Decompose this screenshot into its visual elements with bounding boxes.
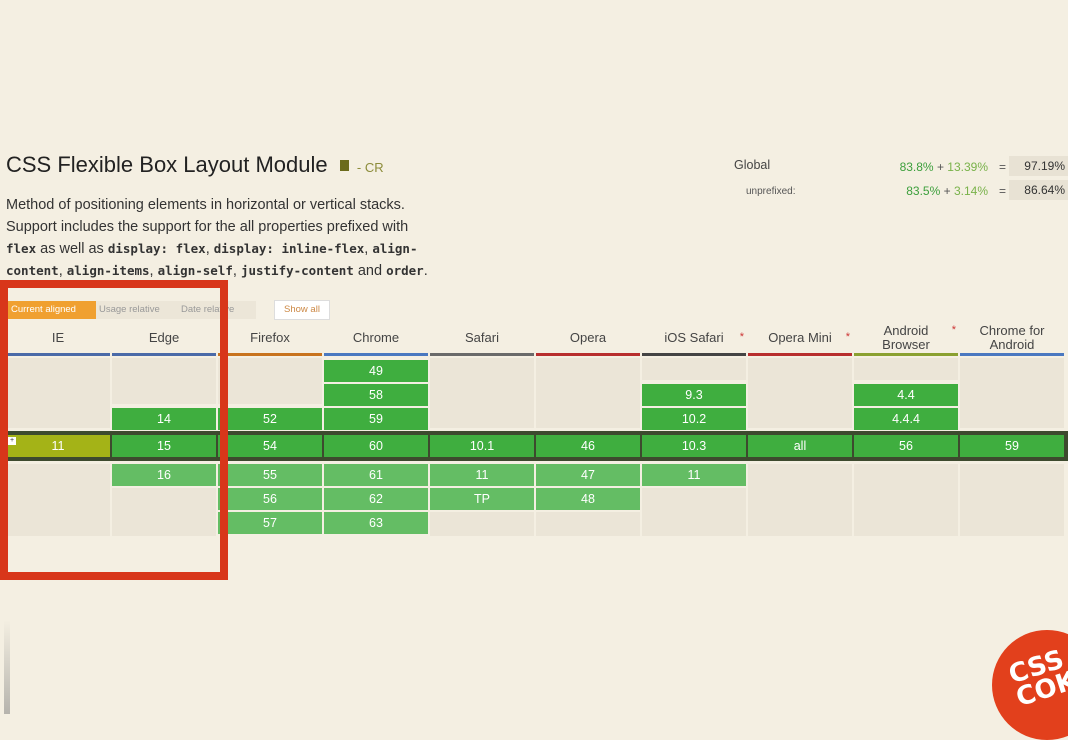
version-cell-current-firefox[interactable]: 54 (218, 435, 322, 457)
highlight-box (0, 280, 228, 580)
version-cell[interactable]: 58 (324, 384, 428, 406)
version-cell-current-opera-mini[interactable]: all (748, 435, 852, 457)
empty-cell (748, 464, 852, 536)
empty-cell (960, 464, 1064, 536)
empty-cell (430, 358, 534, 428)
version-cell[interactable]: 9.3 (642, 384, 746, 406)
date-relative-button[interactable]: Date relative (178, 301, 256, 319)
column-header-android-browser: Android Browser* (854, 324, 958, 356)
version-cell[interactable]: 11 (642, 464, 746, 486)
empty-cell (112, 358, 216, 404)
version-cell-current-ie[interactable]: 11 (6, 435, 110, 457)
usage-relative-button[interactable]: Usage relative (96, 301, 180, 319)
unprefixed-total: 86.64% (1009, 180, 1068, 200)
empty-cell (854, 358, 958, 380)
feature-title: CSS Flexible Box Layout Module (6, 152, 328, 177)
column-header-edge: Edge (112, 324, 216, 356)
column-header-opera-mini: Opera Mini* (748, 324, 852, 356)
version-cell-current-chrome[interactable]: 60 (324, 435, 428, 457)
current-aligned-button[interactable]: Current aligned (8, 301, 96, 319)
version-cell[interactable]: 63 (324, 512, 428, 534)
version-cell[interactable]: 49 (324, 360, 428, 382)
show-all-button[interactable]: Show all (274, 300, 330, 320)
version-cell[interactable]: 10.2 (642, 408, 746, 430)
empty-cell (430, 512, 534, 536)
version-cell[interactable]: 57 (218, 512, 322, 534)
empty-cell (748, 358, 852, 428)
version-cell[interactable]: TP (430, 488, 534, 510)
version-cell[interactable]: 16 (112, 464, 216, 486)
column-header-safari: Safari (430, 324, 534, 356)
unprefixed-usage-row: unprefixed: 83.5% + 3.14% = 86.64% (734, 180, 1068, 206)
version-cell-current-ios-safari[interactable]: 10.3 (642, 435, 746, 457)
empty-cell (536, 512, 640, 536)
version-cell[interactable]: 48 (536, 488, 640, 510)
empty-cell (854, 464, 958, 536)
column-header-ios-safari: iOS Safari* (642, 324, 746, 356)
global-total: 97.19% (1009, 156, 1068, 176)
version-cell[interactable]: 47 (536, 464, 640, 486)
version-cell[interactable]: 61 (324, 464, 428, 486)
column-header-firefox: Firefox (218, 324, 322, 356)
version-cell-current-chrome-android[interactable]: 59 (960, 435, 1064, 457)
version-cell[interactable]: 56 (218, 488, 322, 510)
version-cell[interactable]: 11 (430, 464, 534, 486)
spec-document-icon[interactable] (339, 160, 349, 171)
version-cell-current-opera[interactable]: 46 (536, 435, 640, 457)
empty-cell (960, 358, 1064, 428)
version-cell[interactable]: 52 (218, 408, 322, 430)
empty-cell (6, 358, 110, 428)
empty-cell (642, 358, 746, 380)
version-cell-current-android-browser[interactable]: 56 (854, 435, 958, 457)
unprefixed-label: unprefixed: (746, 186, 796, 197)
version-cell[interactable]: 59 (324, 408, 428, 430)
version-cell-current-edge[interactable]: 15 (112, 435, 216, 457)
global-label: Global (734, 158, 771, 172)
version-cell[interactable]: 4.4.4 (854, 408, 958, 430)
foreground-blur (4, 620, 10, 714)
empty-cell (642, 488, 746, 536)
global-usage-row: Global 83.8% + 13.39% = 97.19% (734, 156, 1068, 182)
column-header-opera: Opera (536, 324, 640, 356)
column-header-ie: IE (6, 324, 110, 356)
version-cell[interactable]: 62 (324, 488, 428, 510)
column-header-chrome: Chrome (324, 324, 428, 356)
usage-stats: Global 83.8% + 13.39% = 97.19% unprefixe… (734, 156, 1068, 206)
version-cell[interactable]: 55 (218, 464, 322, 486)
partial-support-icon: + (8, 437, 16, 445)
empty-cell (6, 464, 110, 536)
page-title: CSS Flexible Box Layout Module - CR (6, 152, 384, 178)
version-cell[interactable]: 14 (112, 408, 216, 430)
empty-cell (112, 488, 216, 536)
empty-cell (536, 358, 640, 428)
spec-status: - CR (356, 160, 384, 175)
version-cell[interactable]: 4.4 (854, 384, 958, 406)
version-cell-current-safari[interactable]: 10.1 (430, 435, 534, 457)
empty-cell (218, 358, 322, 404)
column-header-chrome-android: Chrome for Android (960, 324, 1064, 356)
feature-description: Method of positioning elements in horizo… (6, 197, 428, 279)
